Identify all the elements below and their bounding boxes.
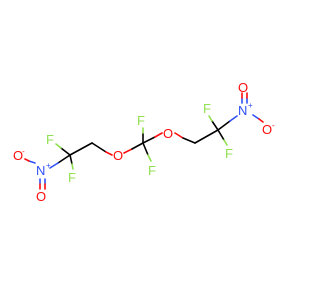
bond-n2-o-right-blue	[252, 114, 260, 120]
atom-oxygen-nitro-2b: O	[262, 122, 272, 137]
atom-labels: F F F F F F O O N N O O O O	[13, 80, 272, 204]
bond-o1-c3-red	[123, 148, 133, 154]
bond-c5-f-b-green	[223, 139, 228, 146]
bond-c3-o2-red	[154, 132, 163, 138]
atom-oxygen-ether-1: O	[113, 148, 123, 163]
bond-c1-c2	[69, 142, 93, 156]
bond-c1-f-a-green	[55, 143, 62, 149]
atom-nitrogen-2: N	[238, 103, 247, 118]
atom-fluorine-5: F	[203, 101, 211, 116]
molecule-diagram: F F F F F F O O N N O O O O + - + -	[13, 80, 275, 204]
bond-c1-f-a	[60, 147, 71, 156]
atom-oxygen-nitro-1b: O	[36, 189, 46, 204]
bond-c5-f-a	[211, 120, 219, 131]
charge-plus-n2: +	[248, 101, 253, 110]
atom-fluorine-6: F	[225, 146, 233, 161]
bond-c3-f-down-green	[147, 154, 152, 162]
bond-c3-o2	[142, 136, 156, 144]
bond-c1-n1	[57, 154, 71, 164]
atom-fluorine-3: F	[46, 132, 54, 147]
bond-c2-o1-red	[105, 151, 113, 156]
atom-fluorine-2: F	[148, 163, 156, 178]
charge-plus-n1: +	[46, 161, 51, 170]
bond-c5-f-a-green	[208, 115, 213, 122]
bond-c3-f-down	[142, 142, 149, 156]
atom-fluorine-1: F	[137, 113, 145, 128]
structure-svg: F F F F F F O O N N O O O O + - + -	[13, 80, 275, 204]
bond-o2-c4-red	[174, 132, 184, 139]
atom-nitrogen-1: N	[36, 163, 45, 178]
charge-minus-o2: -	[272, 121, 275, 130]
charges: + - + -	[22, 101, 275, 170]
bond-n2-o-right-red	[258, 118, 264, 123]
atom-oxygen-nitro-2a: O	[238, 80, 248, 95]
bond-c2-o1	[91, 142, 107, 153]
atom-oxygen-ether-2: O	[163, 126, 173, 141]
bond-c1-f-b	[69, 154, 73, 165]
bond-c1-n1-blue	[49, 162, 59, 169]
bond-c5-f-b	[217, 129, 225, 141]
bond-c4-c5	[194, 129, 219, 144]
bond-n1-o-left-red	[24, 158, 30, 162]
atom-fluorine-4: F	[68, 170, 76, 185]
atom-oxygen-nitro-1a: O	[13, 148, 23, 163]
bond-o2-c4	[182, 137, 196, 144]
bond-n1-o-left-blue	[28, 160, 36, 164]
bond-c1-f-b-green	[71, 163, 74, 170]
bond-c5-n2	[217, 120, 231, 131]
bond-o1-c3	[131, 142, 144, 150]
bond-c5-n2-blue	[229, 115, 238, 122]
charge-minus-o1: -	[22, 147, 25, 156]
bonds	[24, 92, 264, 190]
